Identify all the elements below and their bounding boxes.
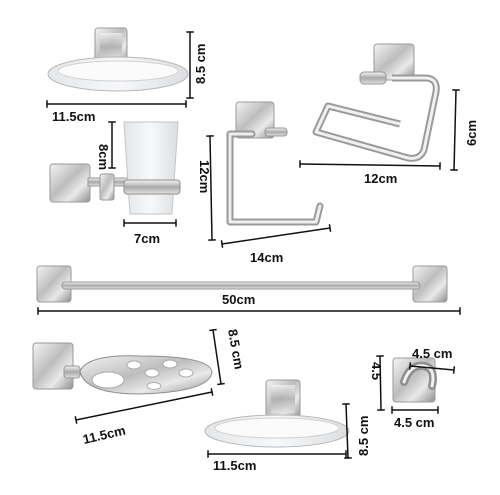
soap-dish-bottom <box>204 379 350 448</box>
dimension-soap-dish-bottom-width: 11.5cm <box>207 450 347 473</box>
dimension-toothbrush-width: 11.5cm <box>74 388 214 447</box>
label-hook-depth: 4.5 cm <box>412 346 452 361</box>
towel-ring <box>312 43 440 162</box>
label-paper-holder-width: 14cm <box>250 250 283 265</box>
dimension-tumbler-width: 7cm <box>123 219 177 246</box>
label-hook-width: 4.5 cm <box>394 415 434 430</box>
label-tumbler-width: 7cm <box>134 231 160 246</box>
dimension-paper-holder-height: 12cm <box>197 135 216 241</box>
dimension-towel-bar-width: 50cm <box>37 292 461 315</box>
label-soap-dish-bottom-height: 8.5 cm <box>356 416 371 456</box>
dimension-soap-dish-bottom-height: 8.5 cm <box>342 403 371 459</box>
label-towel-ring-width: 12cm <box>364 171 397 186</box>
label-toothbrush-width: 11.5cm <box>81 423 127 447</box>
label-soap-dish-top-width: 11.5cm <box>52 109 95 124</box>
dimension-tumbler-height: 8cm <box>96 121 116 170</box>
label-toothbrush-height: 8.5 cm <box>225 328 247 370</box>
robe-hook <box>392 357 437 403</box>
toothbrush-holder <box>32 342 213 395</box>
dimension-towel-ring-height: 6cm <box>450 89 479 171</box>
dimension-soap-dish-top-width: 11.5cm <box>46 100 187 124</box>
label-hook-height: 4.5 <box>369 362 384 380</box>
label-paper-holder-height: 12cm <box>197 160 212 193</box>
label-soap-dish-top-height: 8.5 cm <box>193 44 208 84</box>
label-tumbler-height: 8cm <box>96 144 111 170</box>
label-soap-dish-bottom-width: 11.5cm <box>213 458 256 473</box>
dimension-soap-dish-top-height: 8.5 cm <box>186 31 208 99</box>
dimension-toothbrush-height: 8.5 cm <box>209 328 247 386</box>
soap-dish-top <box>47 27 189 92</box>
dimension-hook-width: 4.5 cm <box>391 406 439 430</box>
paper-holder <box>226 101 324 226</box>
dimension-hook-height: 4.5 <box>369 355 385 411</box>
label-towel-bar-width: 50cm <box>222 292 255 307</box>
dimension-towel-ring-width: 12cm <box>299 160 441 186</box>
tumbler-holder <box>49 121 181 215</box>
dimension-hook-depth: 4.5 cm <box>408 346 456 374</box>
dimension-paper-holder-width: 14cm <box>220 224 332 265</box>
label-towel-ring-height: 6cm <box>464 120 479 146</box>
towel-bar <box>36 265 448 303</box>
